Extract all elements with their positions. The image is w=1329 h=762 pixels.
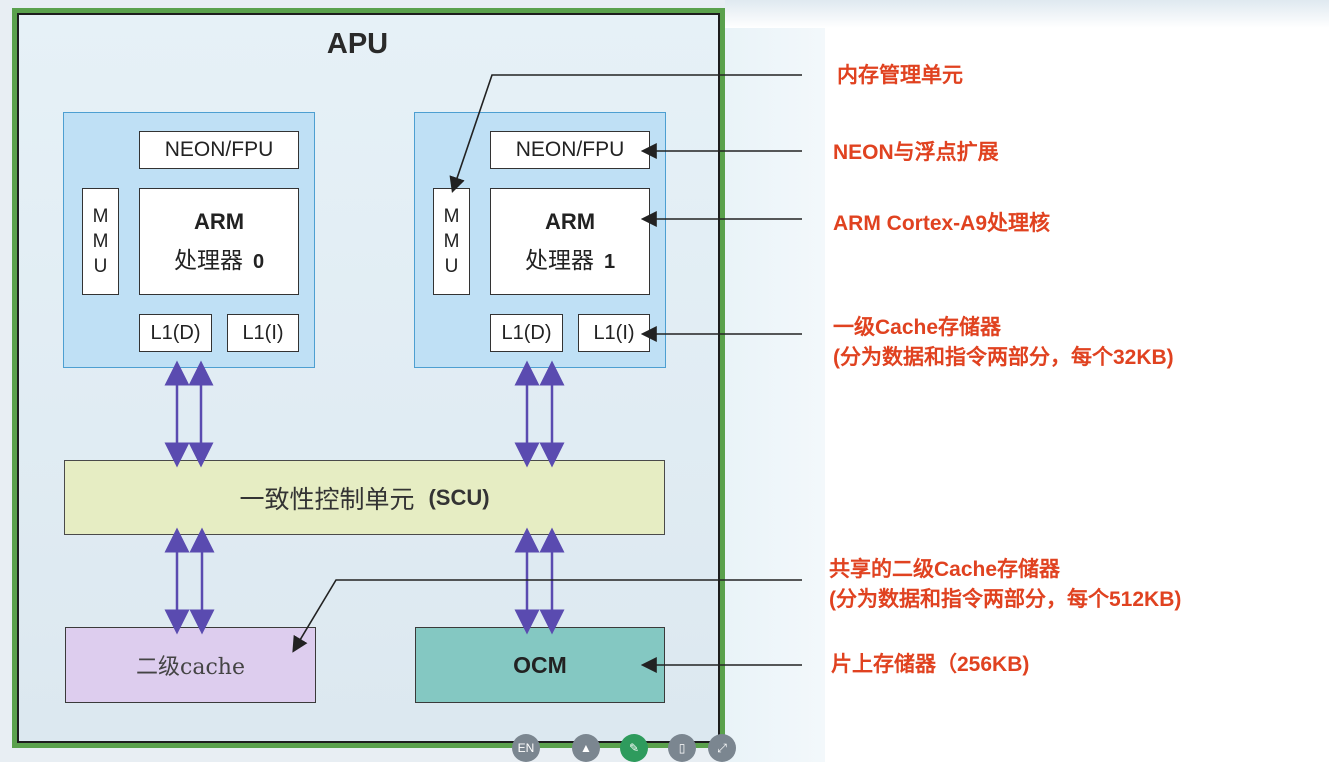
annotation-l1-title: 一级Cache存储器 [833, 316, 1002, 339]
arm-label: ARM [193, 208, 245, 234]
cpu1-mmu-box: M M U [433, 188, 470, 295]
mmu-letter: M [92, 206, 109, 227]
annotation-l1-detail: (分为数据和指令两部分，每个32KB) [833, 346, 1174, 369]
processor-label: 处理器 0 [174, 241, 264, 275]
cpu0-arm-box: ARM 处理器 0 [139, 188, 299, 295]
scu-abbr: (SCU) [428, 484, 490, 510]
pen-icon[interactable]: ✎ [620, 734, 648, 762]
annotation-panel [725, 0, 1329, 762]
mmu-letter: U [444, 256, 459, 277]
language-label: EN [517, 741, 535, 755]
processor-label: 处理器 1 [525, 241, 615, 275]
processor-text: 处理器 [173, 246, 243, 273]
keyboard-icon[interactable]: EN [512, 734, 540, 762]
processor-text: 处理器 [524, 246, 594, 273]
pointer-icon[interactable]: ▲ [572, 734, 600, 762]
eraser-icon[interactable]: ▯ [668, 734, 696, 762]
arm-label: ARM [544, 208, 596, 234]
panel-top-fade [725, 0, 1329, 28]
mmu-letter: M [443, 231, 460, 252]
ocm-box: OCM [415, 627, 665, 703]
floating-toolbar: EN ▲ ✎ ▯ ⤢ [508, 730, 744, 762]
annotation-mmu: 内存管理单元 [837, 64, 963, 87]
processor-index: 0 [252, 250, 265, 273]
cpu0-l1i-box: L1(I) [227, 314, 299, 352]
cpu0-mmu-box: M M U [82, 188, 119, 295]
mmu-letter: U [93, 256, 108, 277]
cpu1-arm-box: ARM 处理器 1 [490, 188, 650, 295]
mmu-letter: M [443, 206, 460, 227]
annotation-arm: ARM Cortex-A9处理核 [833, 212, 1051, 235]
apu-title: APU [326, 28, 389, 60]
cpu1-neon-box: NEON/FPU [490, 131, 650, 169]
expand-icon[interactable]: ⤢ [708, 734, 736, 762]
panel-strip [725, 0, 825, 762]
scu-label: 一致性控制单元 [239, 485, 415, 514]
mmu-letter: M [92, 231, 109, 252]
annotation-l2-title: 共享的二级Cache存储器 [829, 558, 1061, 581]
l2-pointer [292, 579, 802, 653]
l2-cache-box: 二级cache [65, 627, 316, 703]
mmu-pointer [449, 74, 802, 194]
annotation-l2-detail: (分为数据和指令两部分，每个512KB) [829, 588, 1182, 611]
annotation-ocm: 片上存储器（256KB) [831, 653, 1030, 676]
cpu0-l1d-box: L1(D) [139, 314, 212, 352]
cpu1-l1d-box: L1(D) [490, 314, 563, 352]
annotation-neon: NEON与浮点扩展 [833, 141, 999, 164]
processor-index: 1 [603, 250, 616, 273]
scu-bar: 一致性控制单元 (SCU) [64, 460, 665, 535]
cpu0-neon-box: NEON/FPU [139, 131, 299, 169]
